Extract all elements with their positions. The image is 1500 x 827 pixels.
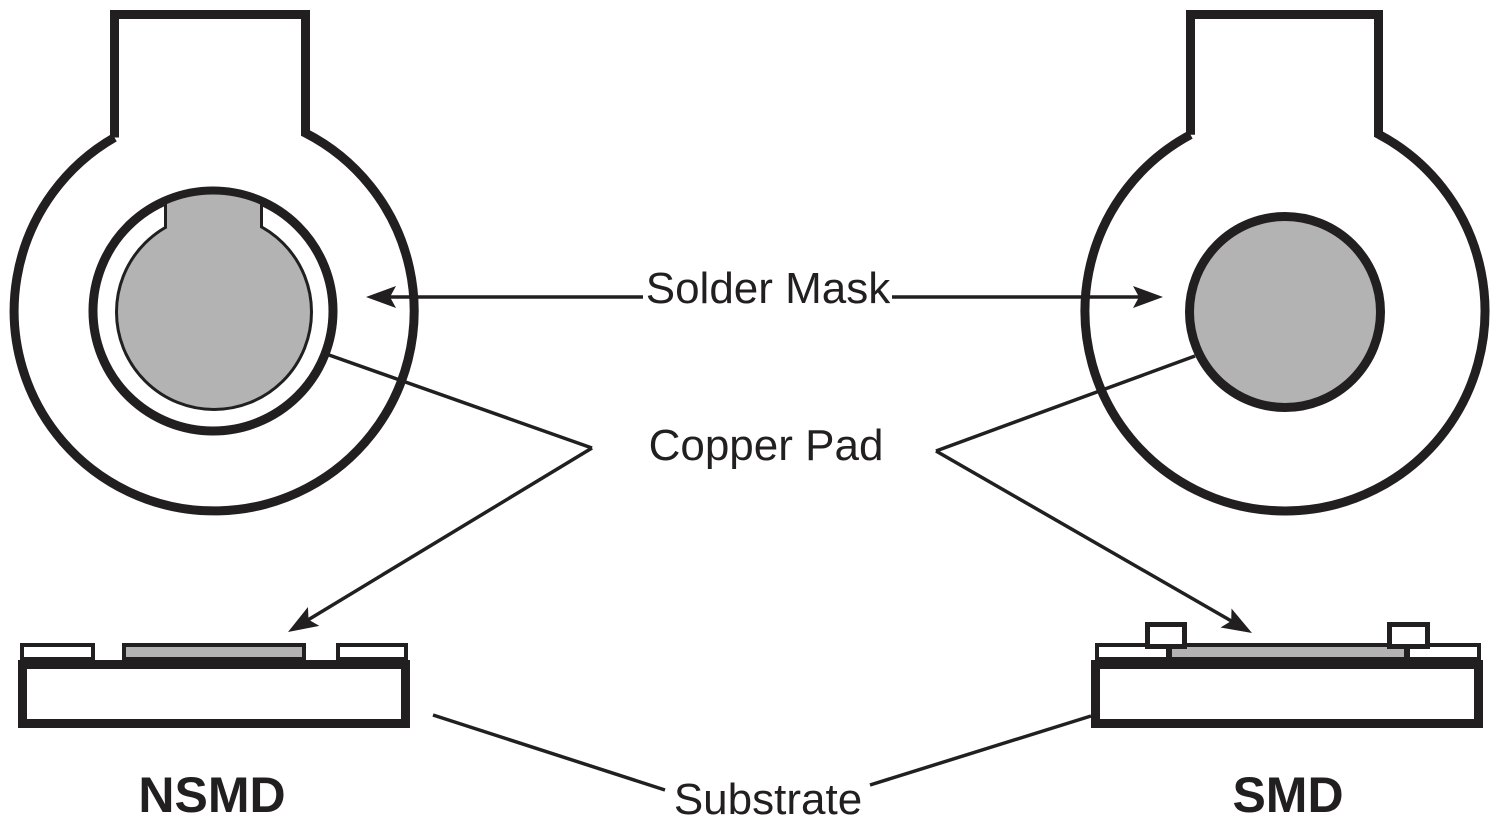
copper-pad-leader-right-top	[935, 354, 1196, 453]
smd-mask-bump-left	[1145, 622, 1187, 649]
nsmd-mask-right	[336, 643, 408, 661]
nsmd-mask-left	[20, 643, 95, 661]
substrate-leader-right	[869, 714, 1092, 787]
nsmd-solder-mask-opening-ring	[88, 186, 338, 436]
smd-substrate	[1091, 660, 1483, 728]
solder-mask-arrowhead-left	[366, 286, 396, 308]
nsmd-cross-section	[18, 643, 410, 728]
copper-pad-leader-right-bottom	[935, 449, 1248, 632]
substrate-label: Substrate	[673, 775, 863, 824]
smd-copper-pad-circle	[1185, 212, 1385, 412]
nsmd-caption: NSMD	[138, 767, 286, 823]
solder-mask-label: Solder Mask	[645, 264, 891, 313]
nsmd-trace-tab	[164, 191, 263, 228]
copper-pad-label: Copper Pad	[648, 421, 884, 470]
nsmd-top-view	[9, 10, 419, 516]
ink-layer	[9, 10, 1490, 792]
nsmd-copper-pad-circle	[115, 213, 313, 411]
solder-mask-arrowhead-right	[1133, 286, 1163, 308]
nsmd-substrate	[18, 660, 410, 728]
leader-lines	[292, 295, 1248, 792]
nsmd-pad-rect	[122, 643, 306, 661]
arrowheads	[288, 286, 1252, 633]
copper-pad-leader-left-top	[328, 353, 593, 450]
copper-pad-leader-left-bottom	[292, 446, 593, 631]
smd-caption: SMD	[1232, 767, 1344, 823]
smd-mask-bump-right	[1387, 622, 1430, 649]
copper-pad-arrowhead-right	[1220, 608, 1252, 633]
smd-top-view	[1080, 10, 1490, 516]
smd-cross-section	[1091, 622, 1483, 728]
copper-pad-arrowhead-left	[288, 607, 320, 632]
smd-pad-rect	[1168, 643, 1408, 661]
substrate-leader-left	[432, 713, 666, 792]
